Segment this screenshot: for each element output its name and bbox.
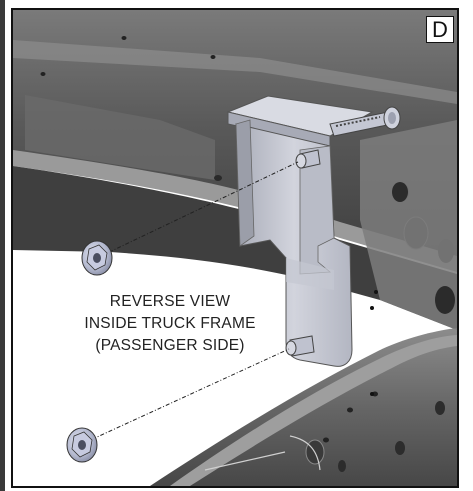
upper-frame-flange — [13, 40, 457, 104]
frame-slot — [289, 435, 321, 471]
flange-nut-icon — [81, 240, 113, 276]
frame-hole — [370, 306, 374, 310]
frame-hole — [392, 182, 408, 202]
frame-hole — [347, 407, 353, 413]
frame-hole — [435, 286, 455, 314]
bolt-icon — [329, 106, 401, 137]
frame-side-web — [360, 120, 457, 330]
frame-hole — [121, 36, 127, 40]
frame-hole — [214, 175, 222, 181]
caption-line-3: (PASSENGER SIDE) — [95, 337, 245, 354]
frame-hole — [435, 401, 445, 415]
lower-frame-top-highlight — [170, 335, 457, 486]
frame-hole — [323, 437, 329, 443]
frame-hole — [338, 460, 346, 472]
frame-hole — [210, 55, 216, 59]
upper-frame-lip — [13, 150, 457, 272]
frame-hole — [374, 290, 378, 294]
frame-raised-panel — [25, 95, 215, 180]
frame-hole — [395, 441, 405, 455]
assembly-guide-line — [83, 348, 290, 444]
panel-label: D — [426, 16, 454, 43]
assembly-guide-line — [100, 161, 299, 257]
left-edge-strip — [0, 0, 5, 491]
frame-hole — [370, 392, 374, 396]
bolt-icon — [285, 335, 315, 357]
caption-line-2: INSIDE TRUCK FRAME — [84, 315, 256, 332]
flange-nut-icon — [66, 427, 98, 463]
bolt-icon — [295, 149, 321, 169]
frame-hole — [40, 72, 46, 76]
frame-slot — [204, 451, 286, 471]
caption-line-1: REVERSE VIEW — [109, 293, 231, 310]
